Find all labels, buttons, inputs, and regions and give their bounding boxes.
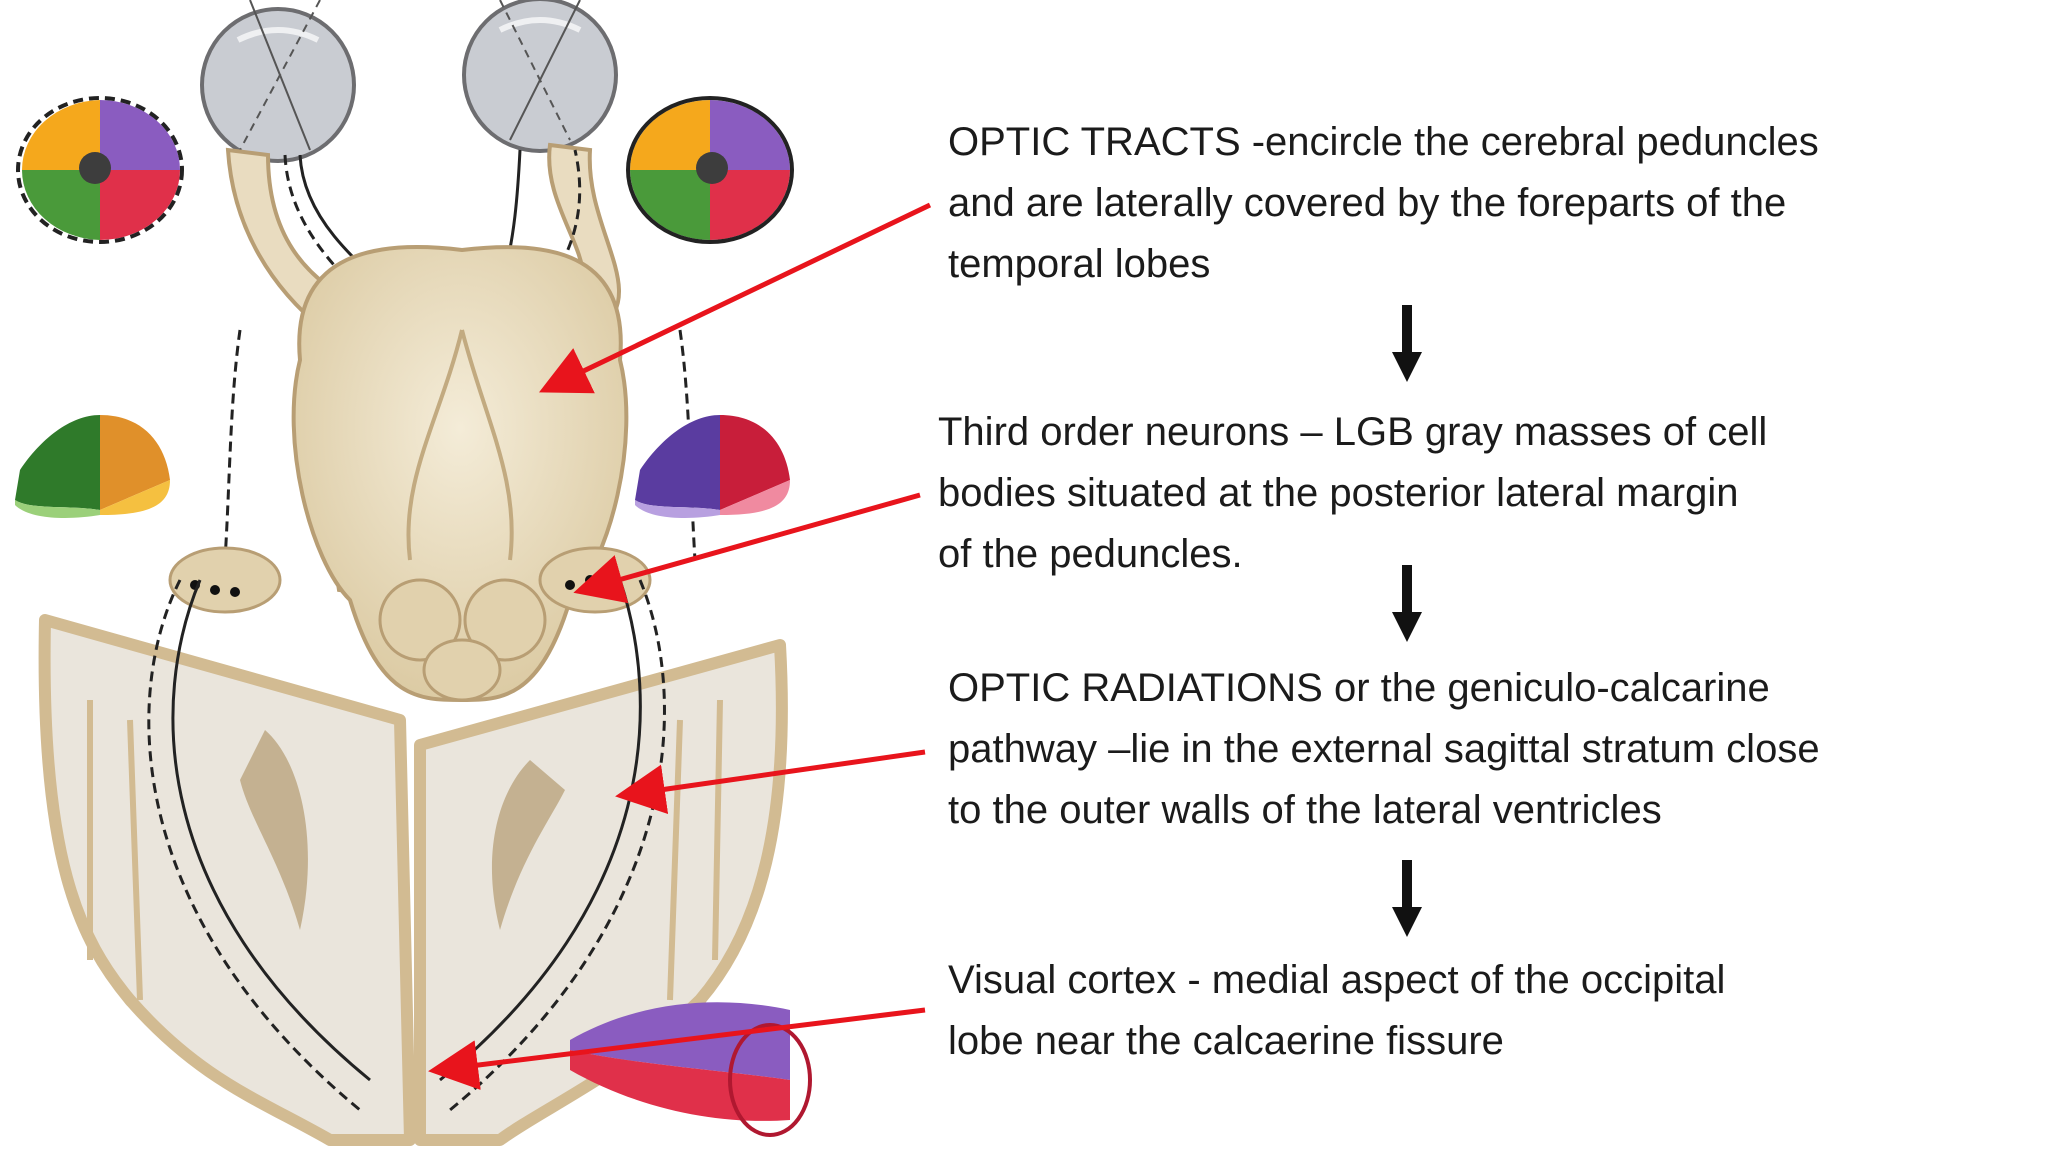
- pointer-arrow-optic-tracts: [538, 202, 932, 394]
- flow-arrow-2: [1392, 565, 1422, 642]
- flow-arrow-1: [1392, 305, 1422, 382]
- pointer-arrow-optic-radiations: [615, 749, 926, 815]
- caption-line: OPTIC RADIATIONS or the geniculo-calcari…: [948, 666, 1770, 710]
- caption-line: Third order neurons – LGB gray masses of…: [938, 410, 1768, 454]
- pointer-arrow-lgb: [573, 492, 921, 604]
- left-visual-field-disc: [16, 96, 184, 244]
- caption-optic-radiations: OPTIC RADIATIONS or the geniculo-calcari…: [948, 658, 1820, 841]
- right-tract-field-map: [635, 415, 790, 518]
- caption-line: temporal lobes: [948, 242, 1211, 286]
- caption-line: lobe near the calcaerine fissure: [948, 1019, 1504, 1063]
- midbrain-peduncles: [291, 245, 629, 703]
- caption-line: and are laterally covered by the forepar…: [948, 181, 1787, 225]
- caption-line: of the peduncles.: [938, 532, 1243, 576]
- caption-line: OPTIC TRACTS -encircle the cerebral pedu…: [948, 120, 1819, 164]
- caption-visual-cortex: Visual cortex - medial aspect of the occ…: [948, 950, 1725, 1072]
- left-occipital-section: [38, 614, 416, 1146]
- caption-line: bodies situated at the posterior lateral…: [938, 471, 1739, 515]
- right-visual-field-disc: [626, 96, 794, 244]
- caption-line: Visual cortex - medial aspect of the occ…: [948, 958, 1726, 1002]
- left-edge-fade: [0, 860, 60, 1152]
- caption-line: to the outer walls of the lateral ventri…: [948, 788, 1662, 832]
- pointer-arrows: [428, 202, 932, 1090]
- left-eyeball: [200, 0, 356, 163]
- caption-third-order-neurons: Third order neurons – LGB gray masses of…: [938, 402, 1767, 585]
- caption-line: pathway –lie in the external sagittal st…: [948, 727, 1820, 771]
- flow-arrow-3: [1392, 860, 1422, 937]
- right-eyeball: [462, 0, 618, 153]
- pointer-arrow-visual-cortex: [428, 1007, 926, 1090]
- caption-optic-tracts: OPTIC TRACTS -encircle the cerebral pedu…: [948, 112, 1819, 295]
- left-tract-field-map: [15, 415, 170, 518]
